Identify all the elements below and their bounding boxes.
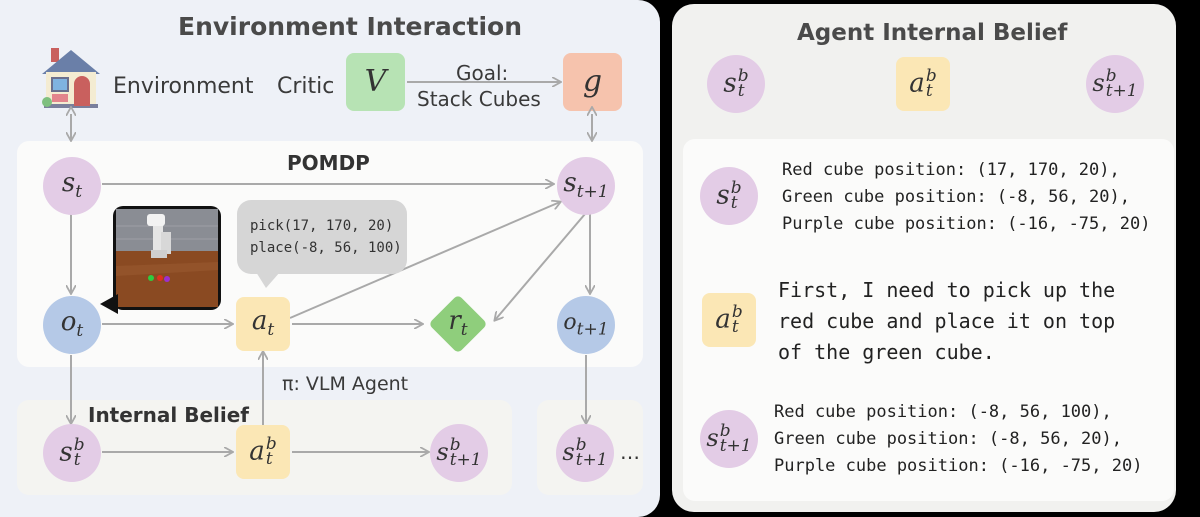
- state-t-desc-line-1: Red cube position: (17, 170, 20),: [782, 160, 1120, 180]
- speech-line-2: place(-8, 56, 100): [250, 240, 402, 256]
- state-t1-desc-line-2: Green cube position: (-8, 56, 20),: [774, 429, 1122, 449]
- speech-bubble-tail: [256, 272, 280, 288]
- action-desc-line-3: of the green cube.: [778, 340, 995, 364]
- policy-label: π: VLM Agent: [282, 373, 409, 395]
- state-t-desc-line-3: Purple cube position: (-16, -75, 20): [782, 214, 1151, 234]
- action-speech-bubble: [237, 200, 407, 274]
- environment-interaction-title: Environment Interaction: [178, 12, 523, 41]
- critic-label: Critic: [277, 74, 335, 99]
- internal-belief-title: Internal Belief: [88, 403, 250, 427]
- goal-node: g: [563, 53, 622, 111]
- state-t1-node: st+1: [557, 157, 615, 215]
- house-icon: [38, 44, 104, 110]
- speech-line-1: pick(17, 170, 20): [250, 218, 394, 234]
- state-t-node: st: [43, 157, 101, 215]
- image-speech-tail: [100, 294, 118, 314]
- goal-arrow-label-line2: Stack Cubes: [417, 87, 541, 111]
- action-desc-line-2: red cube and place it on top: [778, 309, 1116, 333]
- environment-label: Environment: [113, 74, 254, 99]
- action-desc-line-1: First, I need to pick up the: [778, 278, 1116, 302]
- state-t1-desc-line-1: Red cube position: (-8, 56, 100),: [774, 402, 1112, 422]
- state-t-desc-line-2: Green cube position: (-8, 56, 20),: [782, 187, 1130, 207]
- robot-arm-scene-image: [113, 206, 221, 310]
- state-t1-desc-line-3: Purple cube position: (-16, -75, 20): [774, 456, 1143, 476]
- reward-t-node: rt: [428, 294, 488, 354]
- belief-details-panel: [683, 139, 1174, 501]
- pomdp-title: POMDP: [287, 151, 370, 175]
- agent-internal-belief-title: Agent Internal Belief: [797, 20, 1068, 46]
- ellipsis: …: [620, 440, 640, 464]
- observation-t1-node: ot+1: [557, 296, 615, 354]
- observation-t-node: ot: [43, 296, 101, 354]
- critic-node: V: [346, 53, 405, 111]
- action-t-node: at: [236, 297, 290, 351]
